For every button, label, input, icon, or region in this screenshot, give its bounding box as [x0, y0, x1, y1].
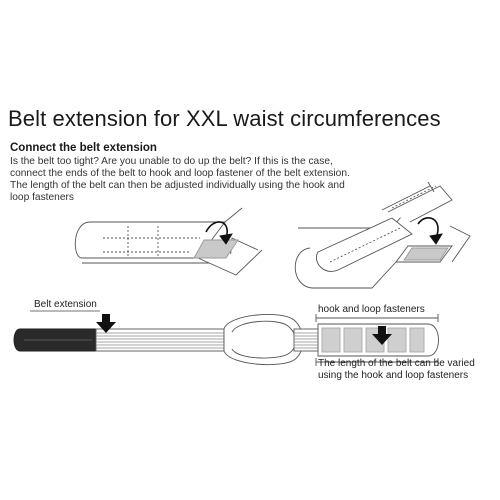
length-note-line: The length of the belt can be varied [318, 358, 475, 369]
instructions-line: The length of the belt can then be adjus… [10, 180, 345, 191]
right-attach-illustration [294, 181, 471, 289]
length-note: The length of the belt can be varied usi… [318, 358, 475, 382]
page-title: Belt extension for XXL waist circumferen… [8, 106, 441, 131]
arrow-down-icon [96, 314, 116, 333]
instructions-line: connect the ends of the belt to hook and… [10, 168, 350, 179]
instructions-line: Is the belt too tight? Are you unable to… [10, 156, 333, 167]
hook-and-loop-patches [321, 327, 425, 353]
length-note-line: using the hook and loop fasteners [318, 370, 469, 381]
instructions-text: Is the belt too tight? Are you unable to… [10, 156, 480, 204]
arrow-down-icon [372, 326, 392, 345]
instructions-line: loop fasteners [10, 192, 74, 203]
section-heading: Connect the belt extension [10, 142, 157, 154]
hook-and-loop-label: hook and loop fasteners [318, 304, 425, 315]
belt-extension-label: Belt extension [34, 299, 97, 310]
left-attach-illustration [74, 207, 263, 276]
